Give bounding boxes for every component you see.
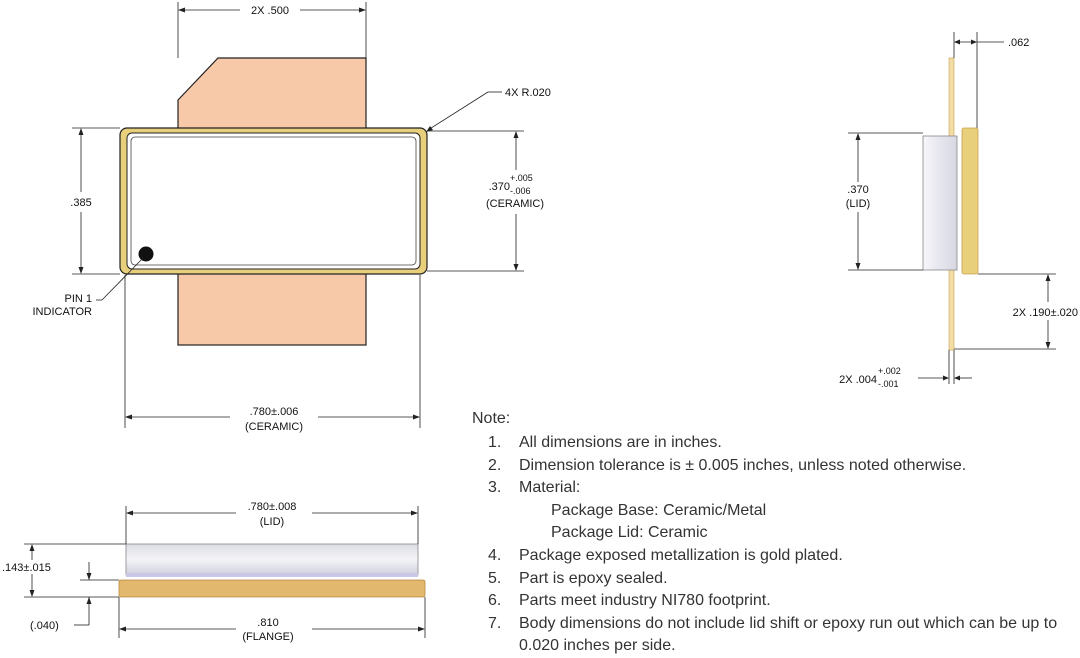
upper-lead (177, 57, 367, 132)
notes-title: Note: (472, 410, 511, 427)
ceramic-height-nominal: .370 (489, 181, 510, 193)
lower-lead (177, 270, 367, 346)
side-lead-thickness-tol-plus: +.002 (878, 366, 901, 376)
side-thickness-dim: .062 (1008, 37, 1029, 49)
pin1-label-line2: INDICATOR (33, 306, 93, 318)
top-view: 2X .500 4X R.020 .385 .370 +.005 -.006 (… (33, 2, 551, 433)
note-item: 2.Dimension tolerance is ± 0.005 inches,… (488, 456, 967, 474)
front-flange-thickness-dim: (.040) (30, 620, 59, 632)
note-item: 7.Body dimensions do not include lid shi… (488, 614, 1058, 655)
corner-radius-dim: 4X R.020 (505, 87, 551, 99)
front-lid-width-dim: .780±.008 (248, 501, 297, 513)
front-height-dim: .143±.015 (2, 562, 51, 574)
note-item: 4.Package exposed metallization is gold … (488, 546, 843, 564)
ceramic-height-tol-plus: +.005 (510, 173, 533, 183)
ceramic-width-label: (CERAMIC) (245, 421, 303, 433)
side-lead-thickness-tol-minus: -.001 (878, 379, 899, 389)
ceramic-body (126, 132, 421, 270)
pin1-label-line1: PIN 1 (64, 293, 92, 305)
ceramic-height-tol-minus: -.006 (510, 186, 531, 196)
front-flange-width-dim: .810 (257, 617, 278, 629)
side-view: .062 .370 (LID) 2X .190±.020 2X .004 +.0… (839, 32, 1078, 389)
note-material-base: Package Base: Ceramic/Metal (551, 501, 767, 519)
ceramic-width-dim: .780±.006 (250, 406, 299, 418)
note-item: 5.Part is epoxy sealed. (488, 569, 668, 587)
side-lid-height-label: (LID) (846, 198, 870, 210)
front-epoxy-line (126, 573, 418, 577)
front-flange-width-label: (FLANGE) (242, 631, 293, 643)
front-view: .780±.008 (LID) .143±.015 (.040) .810 (F… (2, 501, 426, 643)
front-flange (118, 579, 426, 598)
ceramic-height-label: (CERAMIC) (486, 198, 544, 210)
note-item: 1.All dimensions are in inches. (488, 434, 722, 451)
side-lid-height-dim: .370 (847, 184, 868, 196)
note-item: 3.Material: (488, 479, 581, 497)
overall-height-dim: .385 (70, 197, 91, 209)
side-flange (961, 127, 979, 275)
lead-width-dim: 2X .500 (251, 5, 289, 17)
side-lead-thickness-nominal: 2X .004 (839, 374, 877, 386)
front-lid-width-label: (LID) (260, 516, 284, 528)
note-item: 6.Parts meet industry NI780 footprint. (488, 592, 771, 610)
pin1-indicator-dot (138, 246, 154, 262)
front-lid (125, 543, 419, 576)
lid-inner-outline (130, 136, 417, 266)
notes-list: 1.All dimensions are in inches. 2.Dimens… (488, 432, 1078, 658)
side-lid (922, 135, 958, 271)
side-lead-offset-dim: 2X .190±.020 (1013, 307, 1078, 319)
note-material-lid: Package Lid: Ceramic (551, 524, 708, 542)
